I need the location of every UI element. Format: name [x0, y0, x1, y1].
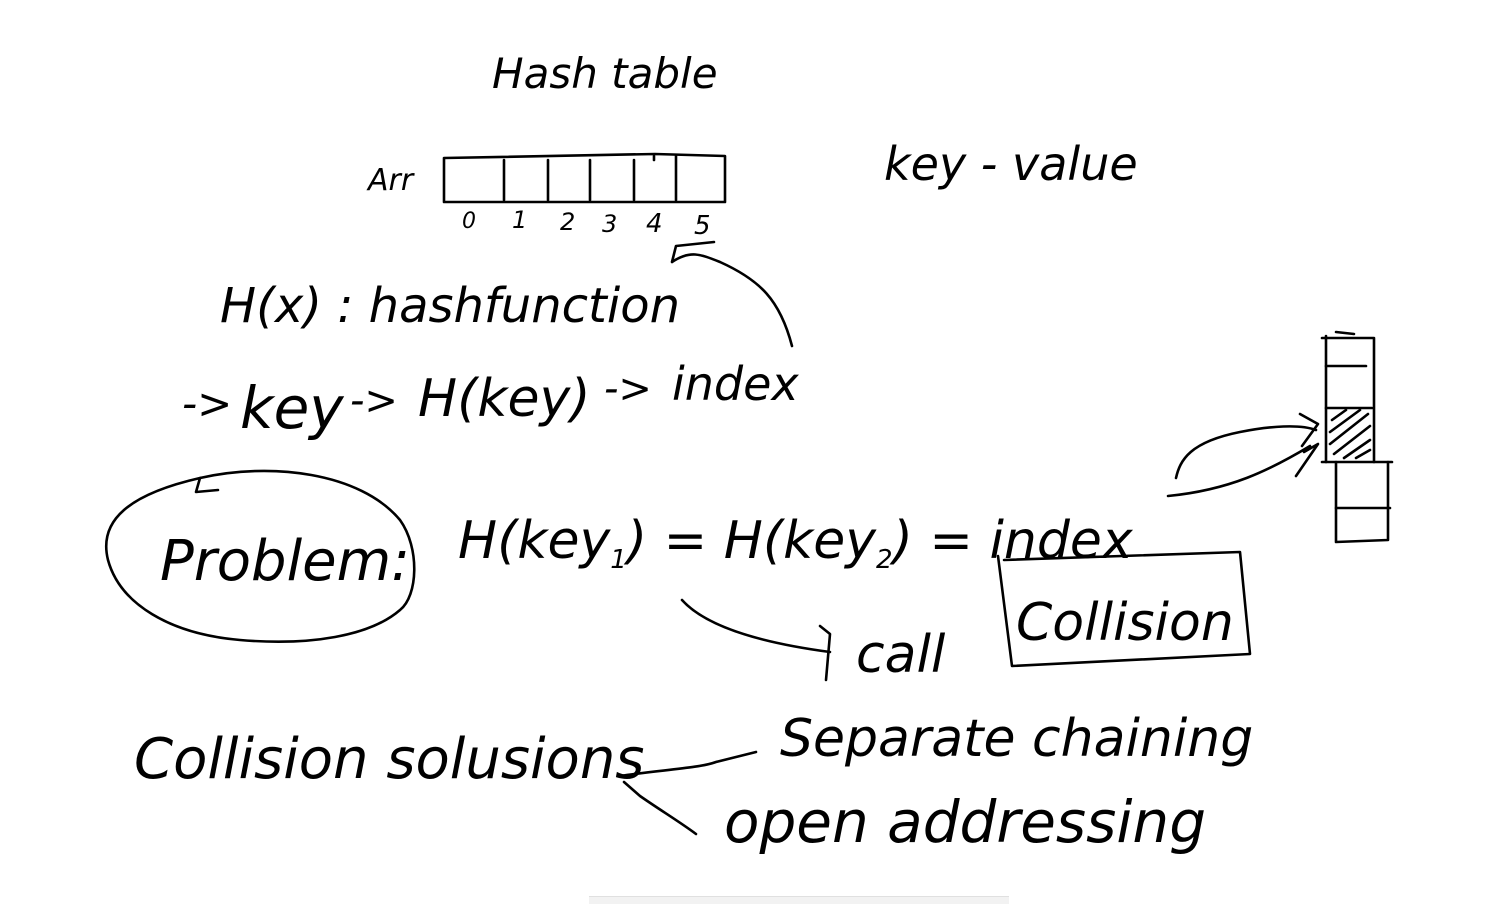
mapping-arrow-in: -> [182, 379, 232, 428]
index-2: 2 [560, 208, 575, 236]
call-arrow [680, 598, 832, 682]
solution-separate-chaining: Separate chaining [780, 709, 1253, 769]
mapping-arrow-1: -> [350, 378, 398, 424]
index-3: 3 [602, 210, 617, 238]
index-1: 1 [512, 206, 527, 234]
solution-open-addressing: open addressing [724, 788, 1206, 856]
hash-function-text: H(x) : hashfunction [220, 278, 680, 334]
equation-mid: ) = H(key [623, 511, 877, 571]
array-diagram [442, 152, 727, 204]
equation-subscript-1: 1 [610, 545, 627, 575]
bottom-toolbar-edge [589, 896, 1009, 904]
solutions-arrow [618, 750, 758, 836]
bucket-array [1320, 330, 1394, 544]
index-arrow [670, 240, 794, 348]
solutions-label: Collision solusions [134, 727, 644, 792]
collision-box [996, 550, 1252, 668]
bucket-hatch [1328, 408, 1372, 460]
mapping-key: key [240, 374, 344, 442]
mapping-arrow-2: -> [604, 366, 652, 412]
title-text: Hash table [492, 49, 718, 98]
problem-label: Problem: [160, 529, 410, 594]
mapping-hash-call: H(key) [418, 369, 591, 429]
collision-label: Collision [1016, 593, 1234, 653]
problem-circle [105, 469, 416, 643]
collision-equation: H(key1) = H(key2) = index [458, 511, 1134, 575]
key-value-text: key - value [884, 137, 1138, 191]
index-0: 0 [462, 209, 476, 234]
bucket-arrow [1166, 412, 1320, 498]
array-indices: 0 1 2 3 4 5 [462, 206, 711, 241]
key-mapping: -> key -> H(key) -> index [182, 357, 799, 442]
equation-rhs: ) = index [889, 511, 1134, 571]
equation-subscript-2: 2 [876, 545, 893, 575]
mapping-index: index [672, 357, 799, 411]
index-4: 4 [646, 209, 663, 239]
index-5: 5 [694, 211, 711, 241]
array-label: Arr [366, 163, 415, 198]
call-label: call [856, 625, 946, 685]
equation-lhs: H(key1) = H(key2) = index [458, 511, 1134, 575]
